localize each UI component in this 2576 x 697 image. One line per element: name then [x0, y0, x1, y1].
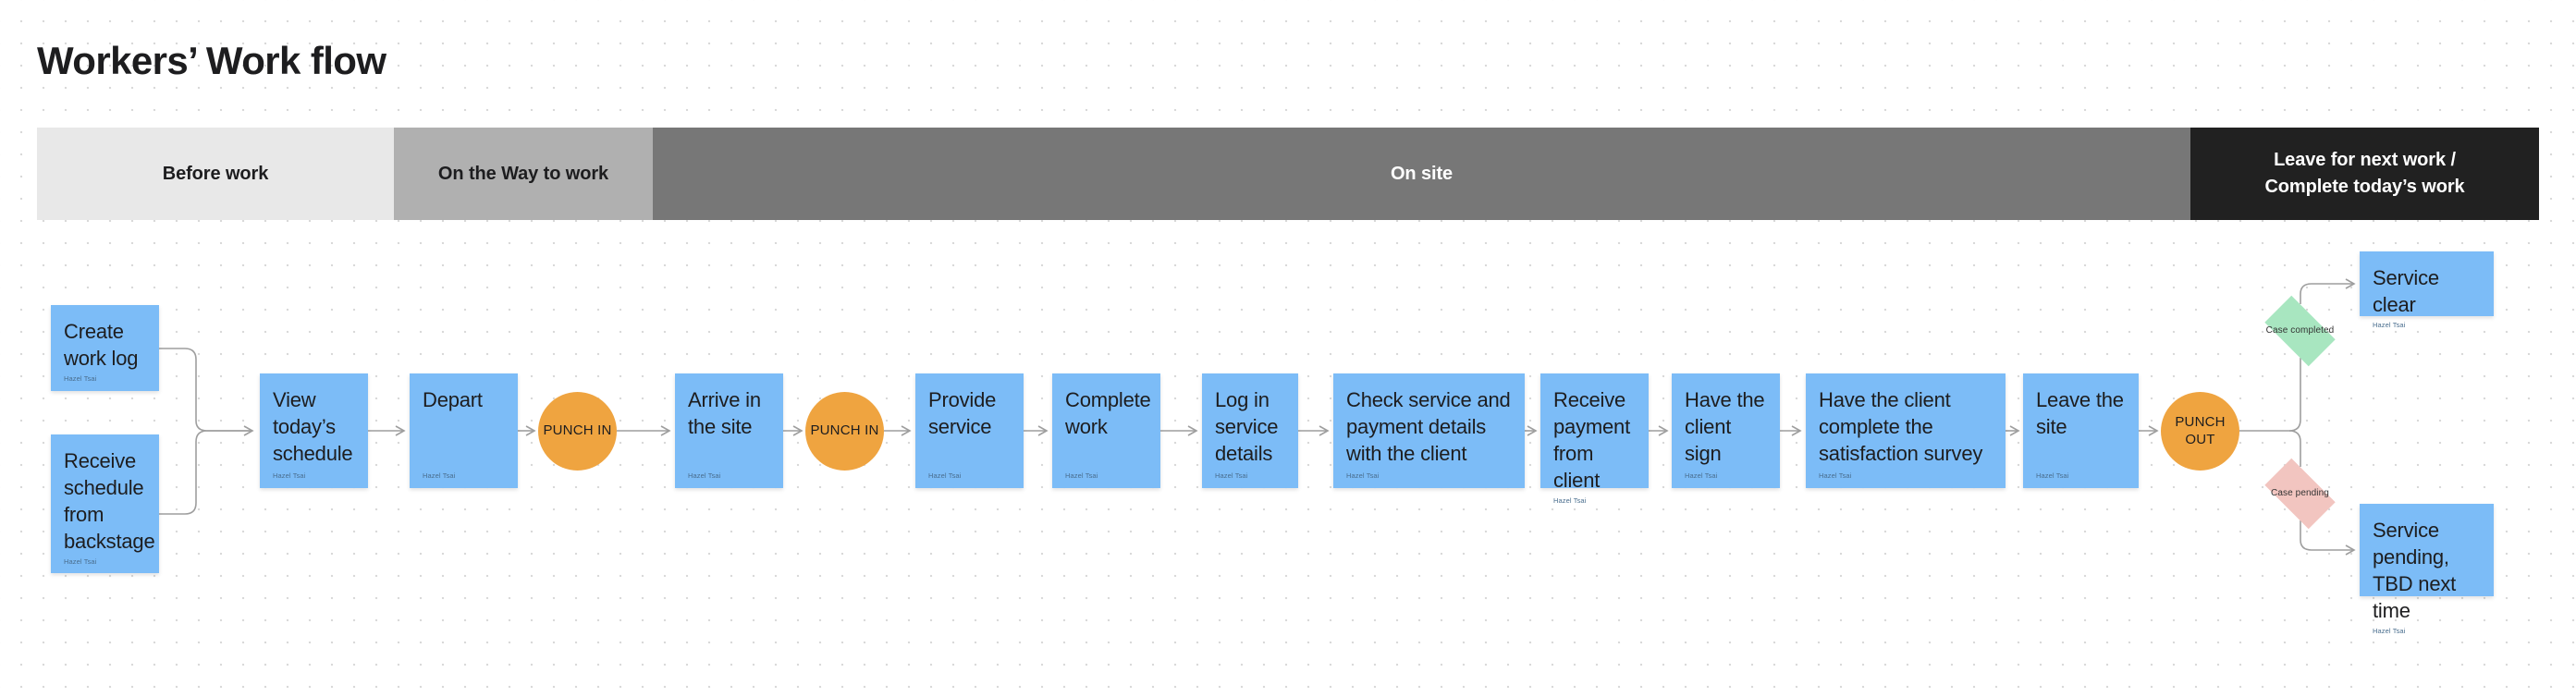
card-owner: Hazel Tsai [928, 471, 962, 480]
card-label: Service clear [2373, 266, 2439, 317]
card-owner: Hazel Tsai [1685, 471, 1718, 480]
card-owner: Hazel Tsai [2373, 321, 2406, 330]
phase-on-the-way[interactable]: On the Way to work [394, 128, 653, 220]
diamond-label: Case pending [2271, 488, 2329, 499]
card-owner: Hazel Tsai [1346, 471, 1380, 480]
card-owner: Hazel Tsai [423, 471, 456, 480]
card-label: Receive schedule from backstage [64, 449, 155, 554]
card-label: Service pending, TBD next time [2373, 519, 2457, 623]
phase-label: On the Way to work [437, 163, 609, 184]
card-owner: Hazel Tsai [64, 374, 97, 384]
punch-label: PUNCH OUT [2175, 413, 2226, 447]
card-label: View today’s schedule [273, 388, 353, 466]
card-label: Create work log [64, 320, 139, 371]
phase-label: On site [1390, 163, 1454, 184]
diamond-label: Case completed [2265, 325, 2335, 336]
card-label: Have the client complete the satisfactio… [1819, 388, 1983, 466]
phase-label: Leave for next work / Complete today’s w… [2264, 150, 2465, 197]
card-label: Leave the site [2036, 388, 2124, 439]
card-owner: Hazel Tsai [1215, 471, 1248, 480]
phase-on-site[interactable]: On site [653, 128, 2190, 220]
card-label: Check service and payment details with t… [1346, 388, 1511, 466]
card-owner: Hazel Tsai [273, 471, 306, 480]
node-satisfaction-survey[interactable]: Have the client complete the satisfactio… [1806, 373, 2006, 488]
card-label: Have the client sign [1685, 388, 1765, 466]
card-label: Depart [423, 388, 483, 411]
card-owner: Hazel Tsai [1553, 496, 1587, 506]
card-owner: Hazel Tsai [1819, 471, 1852, 480]
node-case-pending[interactable]: Case pending [2256, 458, 2344, 530]
node-check-service-payment[interactable]: Check service and payment details with t… [1333, 373, 1525, 488]
node-punch-out[interactable]: PUNCH OUT [2161, 392, 2239, 471]
node-punch-in-1[interactable]: PUNCH IN [538, 392, 617, 471]
phase-before-work[interactable]: Before work [37, 128, 394, 220]
punch-label: PUNCH IN [810, 422, 879, 439]
phase-header-bar: Before work On the Way to work On site Leav… [37, 128, 2539, 220]
node-case-completed[interactable]: Case completed [2256, 295, 2344, 367]
card-owner: Hazel Tsai [64, 557, 97, 567]
phase-leave-complete[interactable]: Leave for next work / Complete today’s w… [2190, 128, 2539, 220]
punch-label: PUNCH IN [543, 422, 612, 439]
card-owner: Hazel Tsai [688, 471, 721, 480]
card-label: Arrive in the site [688, 388, 761, 439]
card-label: Receive payment from client [1553, 388, 1630, 493]
card-owner: Hazel Tsai [1065, 471, 1098, 480]
card-label: Complete work [1065, 388, 1151, 439]
card-owner: Hazel Tsai [2036, 471, 2069, 480]
node-punch-in-2[interactable]: PUNCH IN [805, 392, 884, 471]
card-label: Log in service details [1215, 388, 1279, 466]
phase-label: Before work [162, 163, 269, 184]
card-label: Provide service [928, 388, 997, 439]
page-title: Workers’ Work flow [37, 39, 386, 82]
card-owner: Hazel Tsai [2373, 627, 2406, 636]
